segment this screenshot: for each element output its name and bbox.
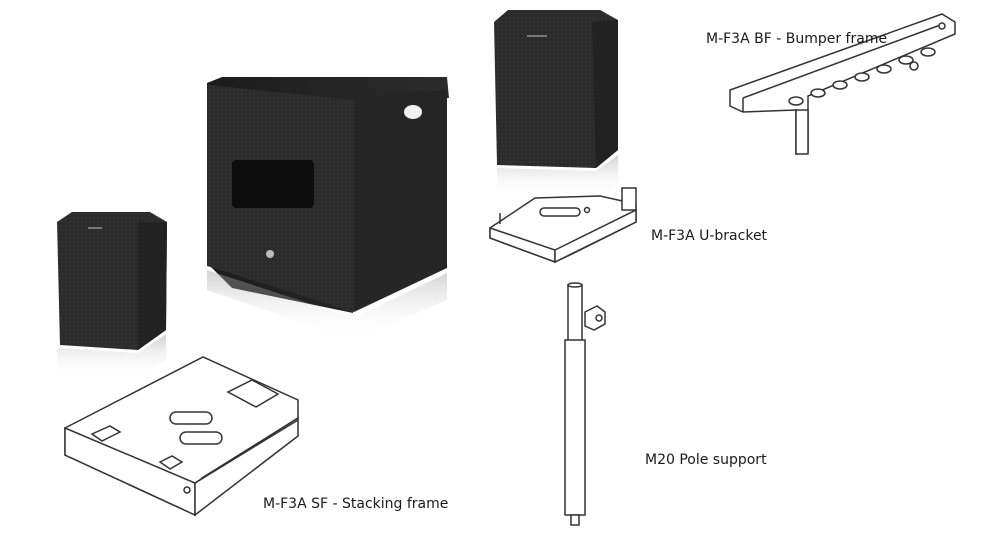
subwoofer-cabinet xyxy=(207,77,449,340)
u-bracket-drawing xyxy=(489,187,637,264)
subwoofer-side-handle xyxy=(404,105,422,119)
line-array-speaker-left xyxy=(57,212,167,378)
pole-support-label: M20 Pole support xyxy=(645,452,767,468)
brand-logo xyxy=(266,250,274,258)
line-array-speaker-top xyxy=(494,10,618,198)
u-bracket-label: M-F3A U-bracket xyxy=(651,228,768,244)
subwoofer-handle-port xyxy=(232,160,314,208)
bumper-frame-drawing xyxy=(729,13,956,155)
stacking-frame-label: M-F3A SF - Stacking frame xyxy=(263,496,449,512)
stacking-frame-drawing xyxy=(64,356,299,517)
bumper-frame-label: M-F3A BF - Bumper frame xyxy=(706,31,888,47)
pole-support-drawing xyxy=(564,282,606,526)
